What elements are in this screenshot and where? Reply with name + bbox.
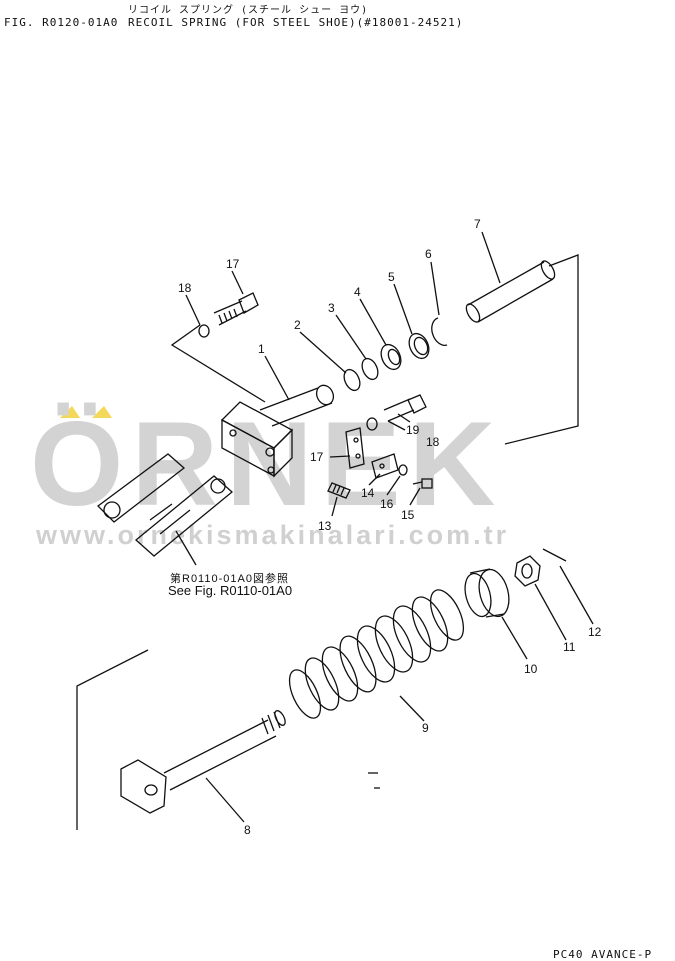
watermark-accent-left: [60, 406, 80, 418]
leader-frame-left: [170, 324, 266, 403]
part-14-plate: [371, 453, 399, 479]
leader-frame-right: [504, 254, 579, 445]
watermark-accent-right: [92, 406, 112, 418]
callout-15: 15: [401, 508, 415, 522]
callout-5: 5: [388, 270, 395, 284]
leader-19-top: [185, 294, 201, 326]
callout-2: 2: [294, 318, 301, 332]
leader-10: [501, 616, 528, 660]
part-11-nut: [514, 555, 541, 587]
callout-9: 9: [422, 721, 429, 735]
part-5-ring: [408, 332, 430, 360]
callout-18-lower: 18: [426, 435, 440, 449]
parts-drawing: [76, 231, 594, 830]
leader-8: [205, 777, 245, 823]
callout-7: 7: [474, 217, 481, 231]
leader-16: [386, 475, 401, 496]
part-15-bolt: [412, 478, 433, 489]
callout-8: 8: [244, 823, 251, 837]
leader-11: [534, 583, 567, 641]
watermark: ÖRNEK www.ornekismakinalari.com.tr: [30, 397, 509, 550]
leader-6: [430, 261, 440, 316]
track-frame-reference: [97, 453, 234, 557]
leader-15: [409, 487, 421, 506]
callout-13: 13: [318, 519, 332, 533]
watermark-url: www.ornekismakinalari.com.tr: [35, 520, 509, 550]
leader-12: [559, 565, 594, 625]
callout-6: 6: [425, 247, 432, 261]
leader-4: [359, 298, 387, 346]
callout-11: 11: [563, 640, 576, 654]
part-9-spring: [288, 589, 465, 719]
leader-17: [329, 455, 351, 458]
leader-1: [264, 355, 290, 401]
part-8-recoil-rod: [120, 710, 286, 814]
leader-9: [399, 695, 425, 722]
watermark-brand: ÖRNEK: [30, 397, 503, 531]
part-4-seal: [380, 343, 402, 371]
drawing-title: RECOIL SPRING (FOR STEEL SHOE)(#18001-24…: [128, 16, 464, 29]
leader-7: [481, 231, 501, 284]
leader-3: [335, 314, 367, 360]
part-1-cylinder: [220, 384, 335, 478]
leader-2: [299, 331, 347, 374]
callout-18-top: 17: [226, 257, 240, 271]
jp-title: リコイル スプリング (スチール シュー ヨウ): [128, 5, 369, 16]
part-3-ring: [361, 357, 379, 381]
leader-18-top: [231, 270, 244, 295]
part-7-rod: [465, 260, 556, 323]
part-19-washer-top: [198, 324, 210, 338]
leader-reference: [175, 530, 197, 566]
reference-en: See Fig. R0110-01A0: [168, 583, 293, 598]
part-10-pilot: [464, 568, 510, 618]
callout-labels: 17 18 1 2 3 4 5 6 7 17 14 16 15 13 18 19…: [178, 217, 602, 837]
callout-19-lower: 19: [406, 423, 420, 437]
leader-14: [368, 473, 381, 486]
leader-19-lower: [397, 413, 411, 423]
leader-13: [331, 496, 338, 517]
leader-5: [393, 283, 413, 335]
part-19-washer-lower: [366, 417, 378, 431]
part-13-grease-fitting: [327, 482, 351, 499]
part-12-pin: [542, 548, 567, 562]
callout-4: 4: [354, 285, 361, 299]
callout-19-top: 18: [178, 281, 192, 295]
part-16-washer: [398, 464, 408, 476]
leader-frame-bottom: [76, 649, 149, 830]
callout-10: 10: [524, 662, 538, 676]
callout-14: 14: [361, 486, 375, 500]
part-18-bolt-top: [213, 292, 259, 326]
callout-16: 16: [380, 497, 394, 511]
callout-17: 17: [310, 450, 324, 464]
part-2-ring: [343, 368, 361, 392]
callout-3: 3: [328, 301, 335, 315]
reference-jp: 第R0110-01A0図参照: [170, 573, 289, 585]
fig-code: FIG. R0120-01A0: [4, 16, 119, 29]
callout-1: 1: [258, 342, 265, 356]
part-6-snap-ring: [431, 317, 448, 346]
callout-12: 12: [588, 625, 602, 639]
footer-model-code: PC40 AVANCE-P: [553, 948, 653, 961]
leader-18-lower: [387, 420, 406, 431]
